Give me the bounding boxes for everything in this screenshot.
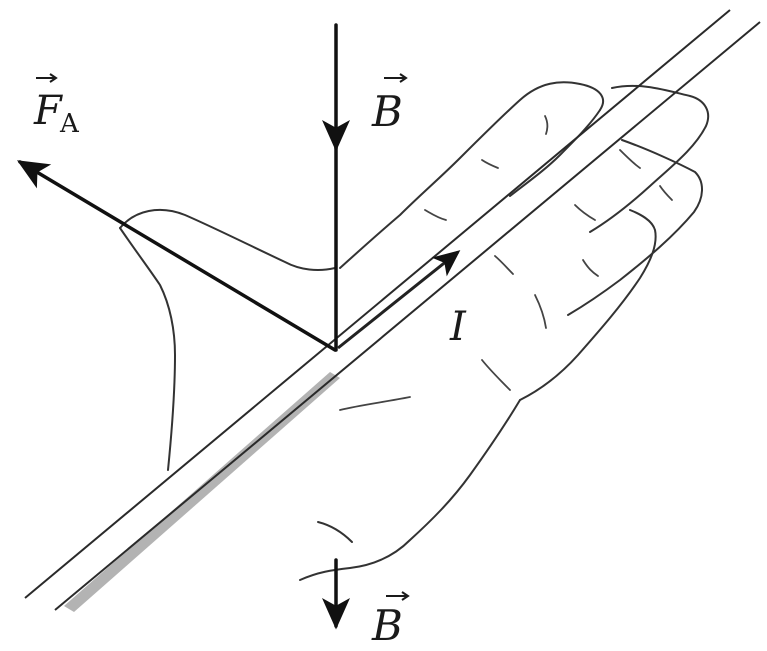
hand-middle-finger [589,84,710,233]
finger-crease-3 [424,209,447,221]
label-field-top: B [371,73,408,136]
hand-thumb-outline [119,208,336,271]
finger-crease-7 [582,259,599,277]
hand-thenar-crease [339,396,411,411]
finger-crease-6 [659,185,673,201]
wire-edge-top [24,9,731,599]
hand-wrist [317,521,353,543]
wire-shading [64,372,340,612]
label-current: I [449,304,467,350]
hand-little-finger [519,209,657,401]
finger-crease-2 [481,159,499,169]
label-force: F A [33,73,80,139]
finger-crease-8 [494,255,514,275]
force-arrow [16,160,337,352]
force-vector [16,160,337,352]
hand-index-finger [339,81,605,269]
finger-crease-4 [619,149,641,169]
label-field-bottom: B [371,591,410,650]
finger-crease-1 [544,115,549,135]
current-label: I [449,304,467,350]
finger-crease-9 [534,294,547,329]
hand-index-finger-lower [509,109,601,197]
wire-edge-bottom [54,21,761,611]
current-arrow [337,250,461,350]
force-vector-arrow-mark-head [49,73,58,83]
left-hand [119,81,710,581]
conductor-wire [24,9,761,612]
force-label: F [33,88,63,134]
field-bottom-vector-mark-head [401,591,410,601]
current-vector [337,250,461,350]
field-top-vector-mark-head [399,73,408,83]
field-top-label: B [371,87,403,136]
hand-ring-finger [567,139,703,316]
finger-crease-5 [574,204,596,221]
hand-palm-crease [481,359,511,391]
hand-palm-left-edge [119,227,176,471]
hand-palm-right-edge [299,399,521,581]
field-bottom-label: B [371,601,403,650]
force-subscript: A [59,109,80,139]
